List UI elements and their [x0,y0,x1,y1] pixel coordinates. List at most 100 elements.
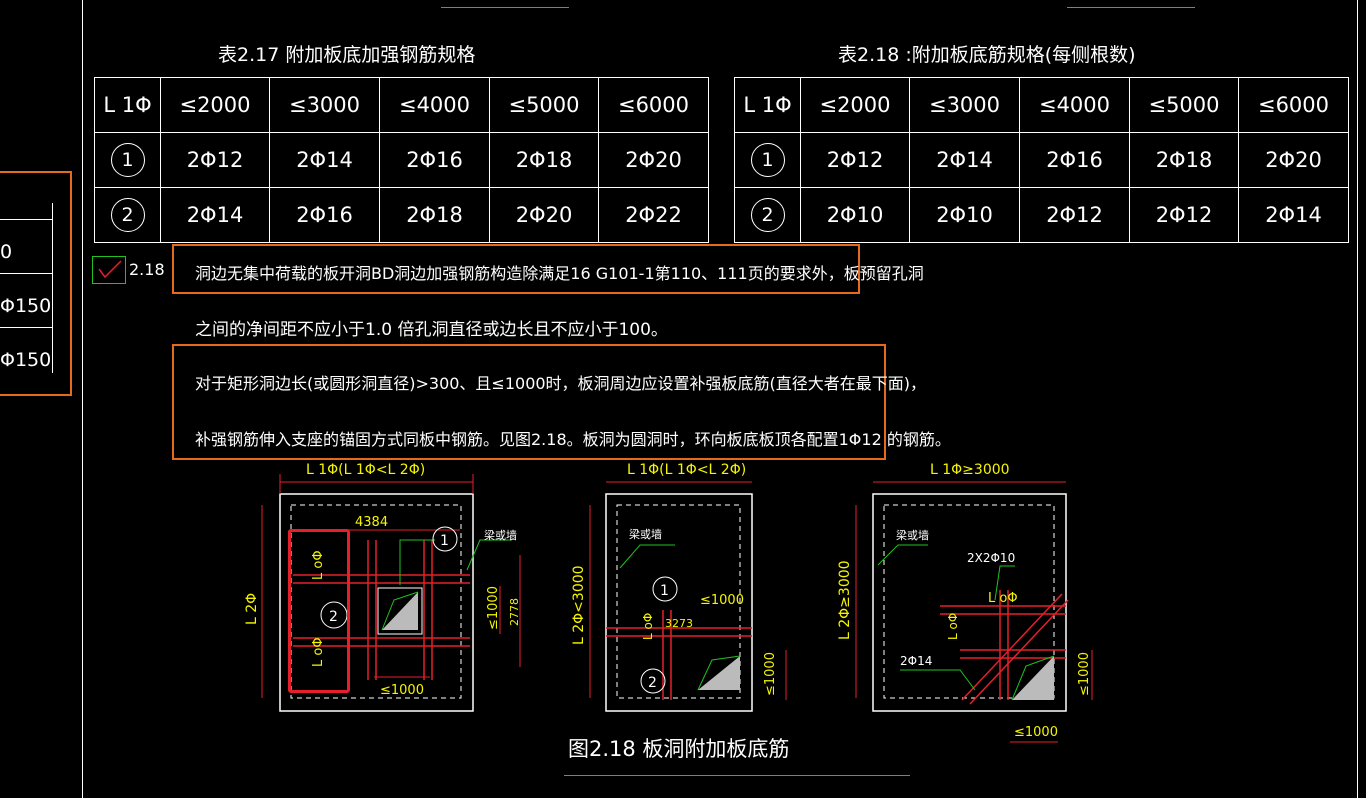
table-cell: 2Φ14 [160,187,270,243]
table-218-mark-cell: 2 [734,187,801,243]
table-row: 2 2Φ10 2Φ10 2Φ12 2Φ12 2Φ14 [734,187,1349,243]
figure-caption: 图2.18 板洞附加板底筋 [568,737,790,761]
table-218-header-cell: ≤3000 [909,77,1020,133]
left-partial-table-highlight[interactable] [0,171,72,396]
table-cell: 2Φ12 [800,132,910,188]
d2-top-label: L 1Φ(L 1Φ<L 2Φ) [627,462,746,478]
table-cell: 2Φ14 [269,132,380,188]
left-table-vline [52,203,53,373]
table-cell: 2Φ18 [379,187,490,243]
table-cell: 2Φ12 [160,132,270,188]
table-218-header-cell: ≤6000 [1238,77,1349,133]
d3-diagonal-bar [969,599,1069,705]
d3-lo-2: L oΦ [946,613,960,640]
d3-dim-bottom: ≤1000 [1014,725,1058,740]
d1-hole [377,587,423,635]
d1-dim-b: 2778 [508,598,521,626]
table-218-mark-cell: 1 [734,132,801,188]
d3-bar2-label: 2Φ14 [900,654,932,668]
d2-mark-2-circle [640,668,666,694]
table-217: L 1Φ ≤2000 ≤3000 ≤4000 ≤5000 ≤6000 1 2Φ1… [94,77,709,243]
note-number: 2.18 [129,260,165,279]
table-row: 1 2Φ12 2Φ14 2Φ16 2Φ18 2Φ20 [94,132,709,188]
d1-mark-1: 1 [440,533,449,549]
d2-beam-label: 梁或墙 [629,527,662,541]
d1-side-label: L 2Φ [244,593,260,625]
table-cell: 2Φ12 [1019,187,1130,243]
d3-hole-fill [1012,656,1054,700]
left-table-cell-1: 0 [0,241,13,263]
table-217-header-cell: ≤3000 [269,77,380,133]
d1-hole-fill-edge [381,591,419,631]
top-green-line-1 [441,7,569,8]
table-218-header-cell: ≤5000 [1129,77,1239,133]
d3-slab-outline [872,493,1067,712]
d3-dim-right: ≤1000 [1077,652,1092,696]
table-217-header-cell: ≤4000 [379,77,490,133]
d1-dim-top: 4384 [355,515,388,530]
note-line-1: 洞边无集中荷载的板开洞BD洞边加强钢筋构造除满足16 G101-1第110、11… [195,264,924,283]
d3-diagonal-bar [961,593,1063,701]
table-cell: 2Φ20 [1238,132,1349,188]
table-row: 2 2Φ14 2Φ16 2Φ18 2Φ20 2Φ22 [94,187,709,243]
d2-leader [619,544,675,569]
table-217-mark-cell: 1 [94,132,161,188]
d1-mark-1-circle [432,526,458,552]
table-row: L 1Φ ≤2000 ≤3000 ≤4000 ≤5000 ≤6000 [94,77,709,133]
table-cell: 2Φ20 [489,187,599,243]
check-mark-icon [98,260,122,279]
top-green-line-2 [1067,7,1195,8]
table-217-mark-cell: 2 [94,187,161,243]
caption-underline [564,775,910,776]
note-line34-highlight[interactable] [172,344,886,460]
table-217-header-cell: ≤6000 [598,77,709,133]
d2-dim-a: ≤1000 [700,593,744,608]
table-row: L 1Φ ≤2000 ≤3000 ≤4000 ≤5000 ≤6000 [734,77,1349,133]
table-217-header-cell: L 1Φ [94,77,161,133]
table-cell: 2Φ18 [489,132,599,188]
d3-leader [994,565,1015,601]
table-217-header-cell: ≤5000 [489,77,599,133]
drawing-frame-left-line [82,0,83,798]
d3-hole-fill-edge [1011,655,1055,701]
diagram-2: L 1Φ(L 1Φ<L 2Φ) L 2Φ<3000 ≤1000 3273 L o… [571,462,787,712]
table-cell: 2Φ10 [800,187,910,243]
circle-mark: 2 [750,198,785,232]
d3-top-label: L 1Φ≥3000 [930,462,1010,478]
d2-hole-fill-edge [697,655,741,691]
d1-bars-highlight[interactable] [288,529,350,693]
table-217-title: 表2.17 附加板底加强钢筋规格 [218,44,476,66]
table-218-header-cell: ≤4000 [1019,77,1130,133]
circle-mark: 1 [110,143,145,177]
note-line-2: 之间的净间距不应小于1.0 倍孔洞直径或边长且不应小于100。 [195,320,668,340]
table-cell: 2Φ14 [1238,187,1349,243]
d2-side-label: L 2Φ<3000 [571,565,587,645]
d1-top-label: L 1Φ(L 1Φ<L 2Φ) [306,462,425,478]
d1-leader [399,539,435,585]
d3-leader [900,669,976,691]
table-cell: 2Φ18 [1129,132,1239,188]
note-line-4: 补强钢筋伸入支座的锚固方式同板中钢筋。见图2.18。板洞为圆洞时，环向板底板顶各… [195,430,951,449]
d2-dim-b: 3273 [665,617,693,630]
d2-dashed-edge [616,504,741,699]
d1-beam-label: 梁或墙 [484,528,517,542]
table-218: L 1Φ ≤2000 ≤3000 ≤4000 ≤5000 ≤6000 1 2Φ1… [734,77,1349,243]
d3-dashed-edge [883,504,1055,699]
d3-lo-1: L oΦ [988,591,1018,606]
table-cell: 2Φ14 [909,132,1020,188]
note-line1-highlight[interactable] [172,244,860,294]
drawing-frame-right-line [1357,0,1358,798]
d2-mark-1-circle [652,576,678,602]
table-cell: 2Φ16 [1019,132,1130,188]
left-table-cell-3: Φ150 [0,349,52,371]
diagram-1: L 1Φ(L 1Φ<L 2Φ) 4384 L 2Φ ≤1000 2778 ≤10… [244,462,521,712]
note-line-3: 对于矩形洞边长(或圆形洞直径)>300、且≤1000时，板洞周边应设置补强板底筋… [195,374,927,393]
d1-hole-fill [382,592,418,630]
table-row: 1 2Φ12 2Φ14 2Φ16 2Φ18 2Φ20 [734,132,1349,188]
table-cell: 2Φ16 [269,187,380,243]
note-checkbox[interactable] [92,256,126,284]
table-cell: 2Φ20 [598,132,709,188]
left-table-line-3 [0,327,52,328]
table-217-header-cell: ≤2000 [160,77,270,133]
table-218-header-cell: L 1Φ [734,77,801,133]
